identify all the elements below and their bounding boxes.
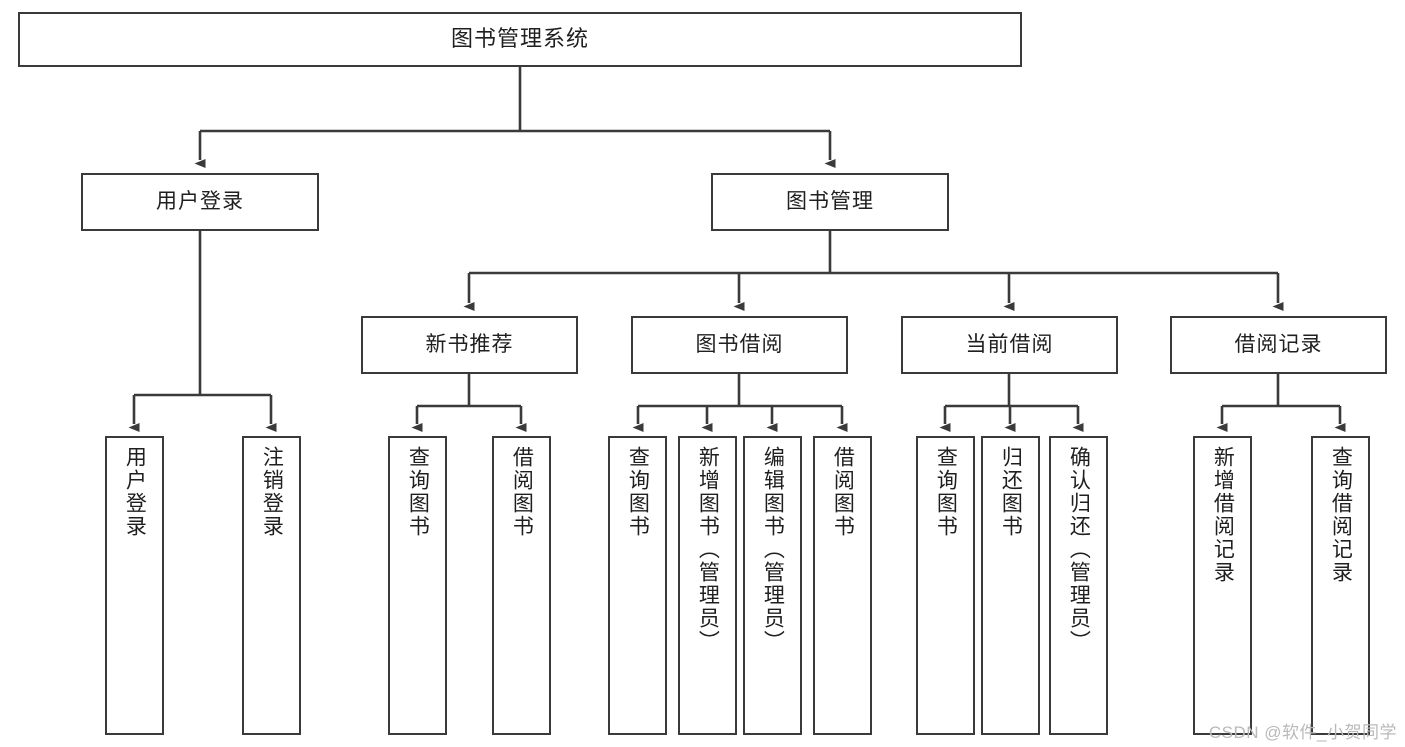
leaf-user-logout[interactable]: 注销登录 (242, 436, 301, 735)
node-label: 查询图书 (626, 446, 650, 538)
node-book-borrow[interactable]: 图书借阅 (631, 316, 848, 374)
node-label: 图书管理系统 (450, 26, 589, 52)
node-label: 借阅记录 (1234, 333, 1323, 357)
leaf-query-borrow-record[interactable]: 查询借阅记录 (1311, 436, 1370, 735)
leaf-edit-book-admin[interactable]: 编辑图书（管理员） (743, 436, 802, 735)
node-label: 图书管理 (786, 190, 874, 214)
node-label: 用户登录 (123, 446, 147, 538)
node-label: 图书借阅 (695, 333, 784, 357)
node-label: 新书推荐 (425, 333, 514, 357)
node-book-manage[interactable]: 图书管理 (711, 173, 949, 231)
leaf-return-book[interactable]: 归还图书 (981, 436, 1040, 735)
leaf-borrow-book-recommend[interactable]: 借阅图书 (492, 436, 551, 735)
node-label: 编辑图书（管理员） (761, 446, 785, 653)
node-label: 归还图书 (999, 446, 1023, 538)
node-current-borrow[interactable]: 当前借阅 (901, 316, 1118, 374)
leaf-query-book-current[interactable]: 查询图书 (916, 436, 975, 735)
node-label: 新增借阅记录 (1211, 446, 1235, 584)
leaf-add-borrow-record[interactable]: 新增借阅记录 (1193, 436, 1252, 735)
leaf-user-login[interactable]: 用户登录 (105, 436, 164, 735)
leaf-add-book-admin[interactable]: 新增图书（管理员） (678, 436, 737, 735)
node-label: 确认归还（管理员） (1067, 446, 1091, 653)
node-user-login[interactable]: 用户登录 (81, 173, 319, 231)
node-label: 用户登录 (156, 190, 244, 214)
node-new-book-recommend[interactable]: 新书推荐 (361, 316, 578, 374)
node-label: 当前借阅 (965, 333, 1054, 357)
leaf-query-book-borrow[interactable]: 查询图书 (608, 436, 667, 735)
leaf-borrow-book-borrow[interactable]: 借阅图书 (813, 436, 872, 735)
node-label: 借阅图书 (831, 446, 855, 538)
leaf-confirm-return-admin[interactable]: 确认归还（管理员） (1049, 436, 1108, 735)
node-root-book-management-system[interactable]: 图书管理系统 (18, 12, 1022, 67)
leaf-query-book-recommend[interactable]: 查询图书 (388, 436, 447, 735)
node-borrow-record[interactable]: 借阅记录 (1170, 316, 1387, 374)
node-label: 借阅图书 (510, 446, 534, 538)
node-label: 查询图书 (934, 446, 958, 538)
node-label: 查询借阅记录 (1329, 446, 1353, 584)
node-label: 新增图书（管理员） (696, 446, 720, 653)
node-label: 查询图书 (406, 446, 430, 538)
node-label: 注销登录 (260, 446, 284, 538)
